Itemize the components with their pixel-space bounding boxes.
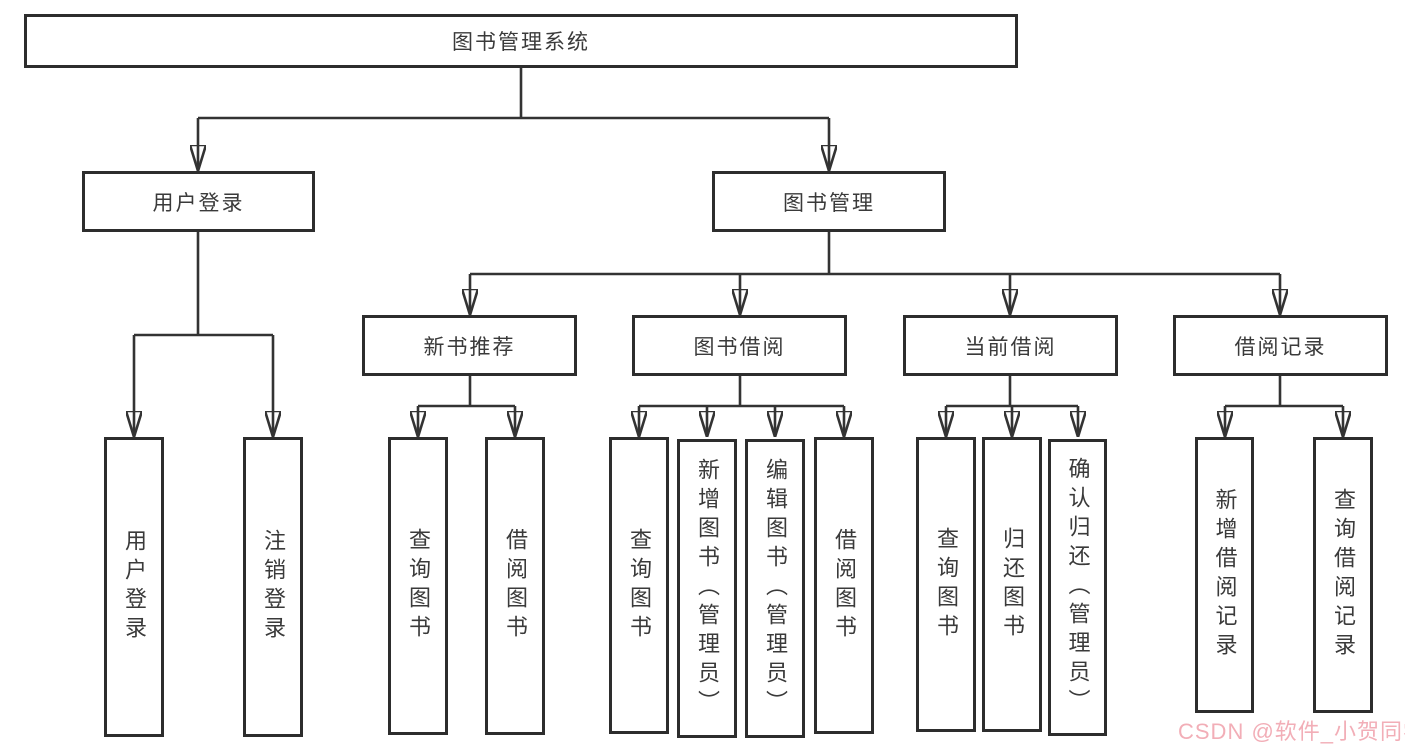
leaf-query-borrow-record: 查询借阅记录 (1313, 437, 1373, 713)
node-borrowing-records-label: 借阅记录 (1234, 335, 1327, 359)
node-user-login-label: 用户登录 (152, 191, 245, 215)
node-book-management-label: 图书管理 (783, 191, 875, 215)
node-root: 图书管理系统 (24, 14, 1018, 68)
leaf-confirm-return-admin: 确认归还（管理员） (1048, 439, 1107, 736)
leaf-add-books-admin: 新增图书（管理员） (677, 439, 737, 738)
node-current-borrowing: 当前借阅 (903, 315, 1118, 376)
node-root-label: 图书管理系统 (452, 31, 590, 54)
node-current-borrowing-label: 当前借阅 (964, 335, 1057, 359)
leaf-add-borrow-record: 新增借阅记录 (1195, 437, 1254, 713)
leaf-edit-books-admin: 编辑图书（管理员） (745, 439, 805, 738)
leaf-user-login: 用户登录 (104, 437, 164, 737)
watermark: CSDN @软件_小贺同学 (1178, 719, 1405, 744)
node-borrowing-records: 借阅记录 (1173, 315, 1388, 376)
node-user-login: 用户登录 (82, 171, 315, 232)
leaf-borrow-books-borrowing: 借阅图书 (814, 437, 874, 734)
leaf-query-books-borrowing: 查询图书 (609, 437, 669, 734)
node-book-borrowing: 图书借阅 (632, 315, 847, 376)
leaf-return-books: 归还图书 (982, 437, 1042, 732)
node-new-book-recommendation-label: 新书推荐 (423, 335, 516, 359)
node-book-management: 图书管理 (712, 171, 946, 232)
node-new-book-recommendation: 新书推荐 (362, 315, 577, 376)
leaf-borrow-books-recommend: 借阅图书 (485, 437, 545, 735)
leaf-query-books-current: 查询图书 (916, 437, 976, 732)
leaf-query-books-recommend: 查询图书 (388, 437, 448, 735)
leaf-logout-login: 注销登录 (243, 437, 303, 737)
node-book-borrowing-label: 图书借阅 (693, 335, 786, 359)
